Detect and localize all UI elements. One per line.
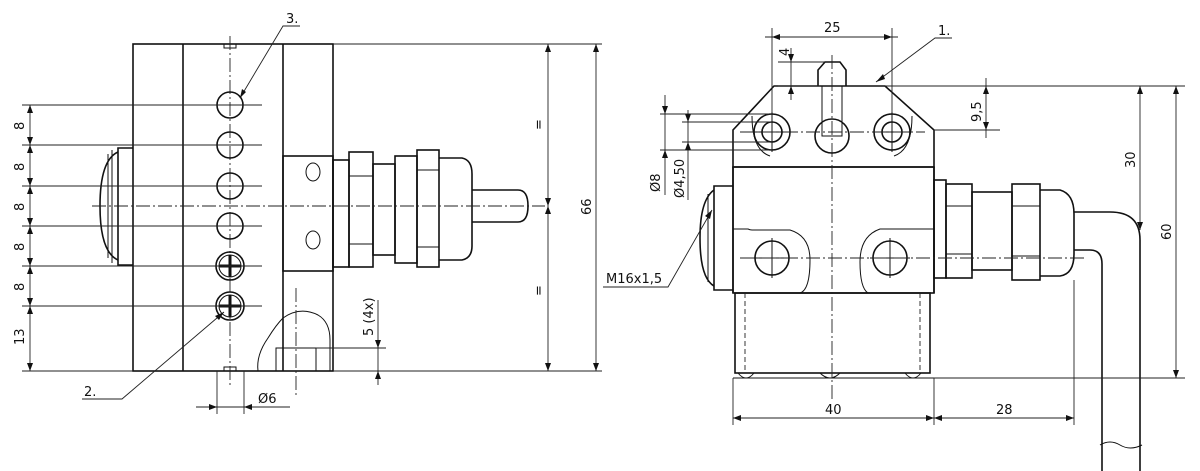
dim-bore-small: Ø4,50 [673,159,688,198]
dim-height-total: 60 [1160,223,1175,240]
left-view: 8 8 8 8 8 13 = = 66 5 (4x) [13,12,602,414]
dim-pitch-5: 8 [13,283,28,291]
right-cable-gland [933,179,1143,471]
right-view: 25 4 Ø8 Ø4,50 9,5 [603,21,1185,471]
dim-equal-lower: = [532,285,547,296]
dim-pitch-4: 8 [13,243,28,251]
dim-height-upper: 30 [1124,151,1139,168]
dim-height-66: 66 [580,198,595,215]
callout-screw: 2. [84,385,96,400]
dim-bore: Ø8 [649,173,664,192]
dim-width-base: 40 [825,403,842,418]
dim-pitch-3: 8 [13,203,28,211]
dim-pitch-1: 8 [13,122,28,130]
dim-width-top: 25 [824,21,841,36]
dim-offset: 4 [778,48,793,56]
dim-pitch-2: 8 [13,163,28,171]
dim-chamfer: 9,5 [970,101,985,122]
thread-callout: M16x1,5 [606,272,662,287]
callout-hole: 3. [286,12,298,27]
dim-depth: 5 (4x) [362,297,377,336]
left-plunger [117,147,133,266]
dim-cable: 28 [996,403,1013,418]
right-base [734,292,931,374]
dim-equal-upper: = [532,119,547,130]
left-cable-gland [332,149,529,268]
callout-body: 1. [938,24,950,39]
dim-hole-dia: Ø6 [258,392,277,407]
dim-bottom: 13 [13,328,28,345]
